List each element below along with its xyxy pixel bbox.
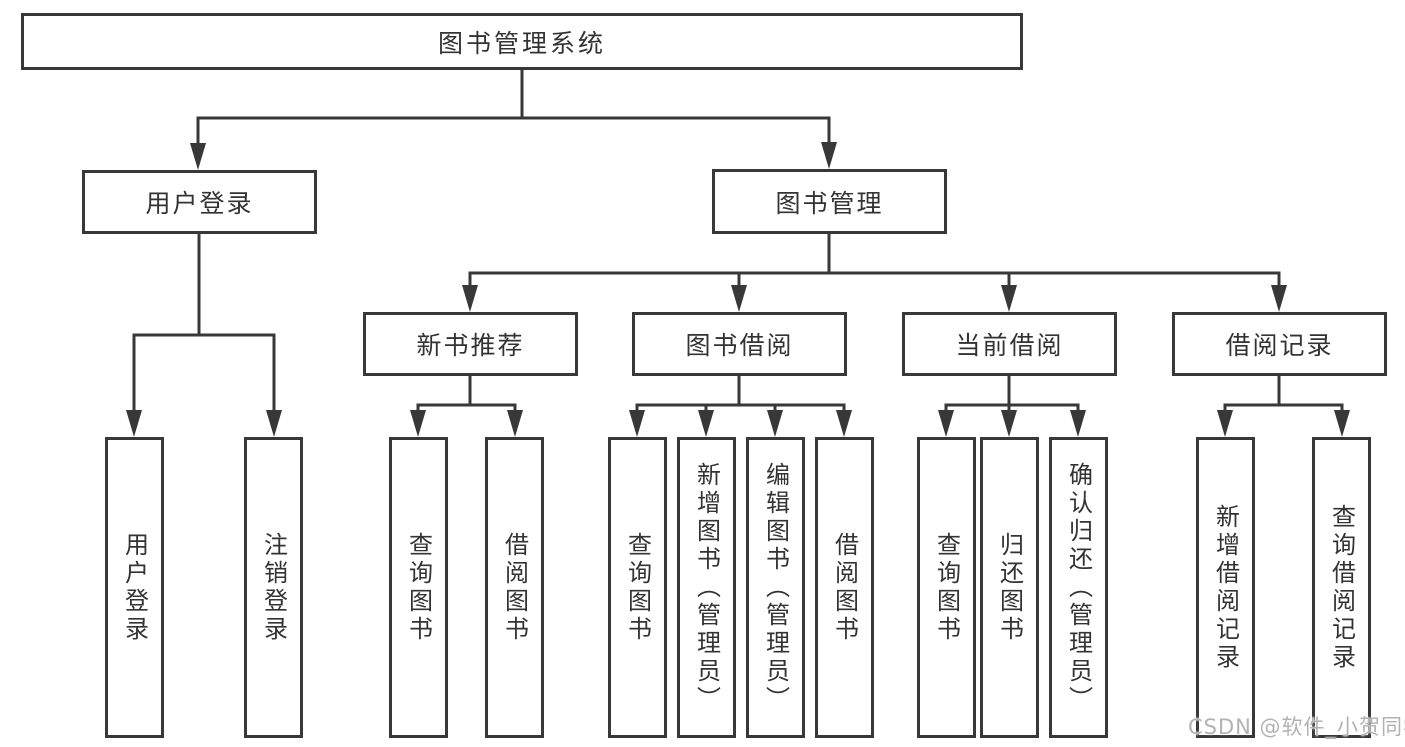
leaf-user-login-label: 用户登录 bbox=[120, 531, 149, 644]
connector-root-to-level2 bbox=[190, 67, 837, 170]
leaf-edit-books-admin: 编辑图书（管理员） bbox=[746, 437, 805, 738]
leaf-return-books-label: 归还图书 bbox=[995, 531, 1024, 644]
connector-book-borrow-to-leaves bbox=[629, 374, 852, 437]
node-book-borrow-label: 图书借阅 bbox=[685, 331, 794, 360]
connector-new-book-to-leaves bbox=[410, 374, 523, 437]
leaf-add-books-admin-label: 新增图书（管理员） bbox=[692, 461, 721, 714]
leaf-return-books: 归还图书 bbox=[980, 437, 1039, 738]
leaf-add-borrow-record-label: 新增借阅记录 bbox=[1211, 503, 1240, 672]
leaf-borrow-books-label: 借阅图书 bbox=[830, 531, 859, 644]
node-current-borrow-label: 当前借阅 bbox=[955, 331, 1064, 360]
node-book-borrow: 图书借阅 bbox=[632, 312, 847, 376]
node-borrow-records: 借阅记录 bbox=[1172, 312, 1387, 376]
node-borrow-records-label: 借阅记录 bbox=[1225, 331, 1334, 360]
node-user-login: 用户登录 bbox=[82, 170, 317, 234]
leaf-user-login: 用户登录 bbox=[105, 437, 164, 738]
connector-user-login-to-leaves bbox=[126, 231, 282, 437]
leaf-borrow-books-label: 借阅图书 bbox=[500, 531, 529, 644]
leaf-query-borrow-record-label: 查询借阅记录 bbox=[1327, 503, 1356, 672]
leaf-add-books-admin: 新增图书（管理员） bbox=[677, 437, 736, 738]
leaf-borrow-books: 借阅图书 bbox=[485, 437, 544, 738]
leaf-query-books-label: 查询图书 bbox=[932, 531, 961, 644]
node-book-management: 图书管理 bbox=[712, 169, 947, 234]
leaf-borrow-books: 借阅图书 bbox=[815, 437, 874, 738]
node-user-login-label: 用户登录 bbox=[145, 189, 254, 218]
leaf-query-books: 查询图书 bbox=[917, 437, 976, 738]
node-current-borrow: 当前借阅 bbox=[902, 312, 1117, 376]
node-book-management-label: 图书管理 bbox=[775, 188, 884, 218]
connector-current-borrow-to-leaves bbox=[938, 374, 1086, 437]
leaf-query-books-label: 查询图书 bbox=[623, 531, 652, 644]
node-root-system: 图书管理系统 bbox=[21, 13, 1023, 70]
leaf-edit-books-admin-label: 编辑图书（管理员） bbox=[761, 461, 790, 714]
leaf-logout-login: 注销登录 bbox=[244, 437, 303, 738]
node-new-book-recommend: 新书推荐 bbox=[363, 312, 578, 376]
leaf-query-books: 查询图书 bbox=[389, 437, 448, 738]
connector-book-management-to-level3 bbox=[462, 231, 1287, 312]
leaf-add-borrow-record: 新增借阅记录 bbox=[1196, 437, 1255, 738]
node-root-system-label: 图书管理系统 bbox=[437, 28, 606, 58]
csdn-watermark: CSDN @软件_小贺同学 bbox=[1188, 715, 1405, 739]
node-new-book-recommend-label: 新书推荐 bbox=[416, 331, 525, 360]
leaf-query-borrow-record: 查询借阅记录 bbox=[1312, 437, 1371, 738]
connector-borrow-records-to-leaves bbox=[1217, 374, 1350, 437]
leaf-query-books-label: 查询图书 bbox=[404, 531, 433, 644]
leaf-confirm-return-admin-label: 确认归还（管理员） bbox=[1064, 461, 1093, 714]
leaf-confirm-return-admin: 确认归还（管理员） bbox=[1049, 437, 1108, 738]
leaf-query-books: 查询图书 bbox=[608, 437, 667, 738]
leaf-logout-login-label: 注销登录 bbox=[259, 531, 288, 644]
